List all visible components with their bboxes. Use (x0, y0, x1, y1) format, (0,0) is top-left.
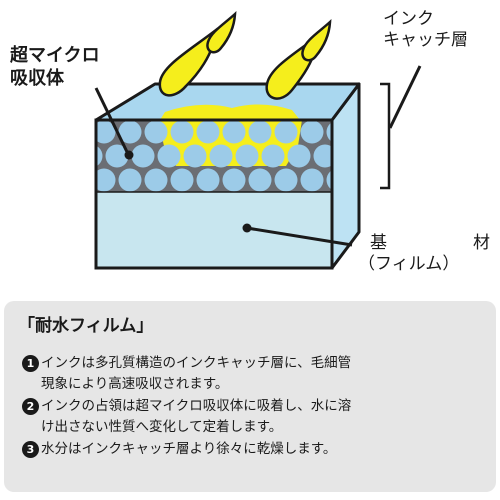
micro-absorber-spheres (67, 120, 332, 192)
micro-absorber-sphere (196, 168, 220, 192)
micro-absorber-sphere (118, 168, 142, 192)
info-item-line: 水分はインクキャッチ層より徐々に乾燥します。 (41, 441, 337, 457)
info-item-1: 1 インクは多孔質構造のインクキャッチ層に、毛細管 現象により高速吸収されます。 (22, 353, 478, 395)
ink-droplet-left-small (206, 11, 237, 54)
label-base-title: 基 材 (358, 233, 490, 254)
micro-absorber-sphere (222, 168, 246, 192)
micro-absorber-sphere (118, 120, 142, 144)
ink-absorbing-sphere (261, 144, 285, 168)
ink-absorbing-sphere (209, 144, 233, 168)
info-item-line: 現象により高速吸収されます。 (41, 376, 229, 392)
micro-absorber-sphere (96, 168, 116, 192)
label-base-char1: 基 (370, 233, 387, 253)
info-item-text: インクは多孔質構造のインクキャッチ層に、毛細管 現象により高速吸収されます。 (41, 353, 478, 395)
film-block-illustration (67, 11, 422, 270)
diagram: 超マイクロ 吸収体 インク キャッチ層 基 材 （フィルム） (10, 9, 490, 275)
info-item-2: 2 インクの占領は超マイクロ吸収体に吸着し、水に溶 け出さない性質へ変化して定着… (22, 396, 478, 438)
absorber-leader-line (94, 87, 130, 155)
item-number-badge: 2 (22, 398, 39, 415)
ink-absorbing-sphere (183, 144, 207, 168)
micro-absorber-sphere (67, 121, 90, 144)
micro-absorber-sphere (96, 120, 116, 144)
label-base-film: 基 材 （フィルム） (358, 233, 490, 275)
item-number-badge: 1 (22, 355, 39, 372)
info-item-line: け出さない性質へ変化して定着します。 (41, 419, 283, 435)
ink-absorbing-sphere (248, 120, 272, 144)
ink-droplet-left (158, 27, 218, 97)
label-base-char2: 材 (473, 233, 490, 253)
label-micro-absorber-line2: 吸収体 (10, 68, 64, 89)
catch-layer-pointer (388, 65, 422, 129)
micro-absorber-sphere (144, 168, 168, 192)
ink-absorbing-sphere (196, 120, 220, 144)
micro-absorber-sphere (96, 145, 103, 167)
base-film-front (96, 192, 332, 268)
info-item-line: インクの占領は超マイクロ吸収体に吸着し、水に溶 (41, 398, 352, 414)
micro-absorber-sphere (157, 144, 181, 168)
item-number-badge: 3 (22, 441, 39, 458)
micro-absorber-sphere (144, 120, 168, 144)
base-leader-line (246, 226, 353, 247)
label-base-subtitle: （フィルム） (358, 254, 460, 274)
block-front-outline (94, 118, 334, 270)
info-item-text: インクの占領は超マイクロ吸収体に吸着し、水に溶 け出さない性質へ変化して定着しま… (41, 396, 478, 438)
ink-absorbing-sphere (170, 120, 194, 144)
base-leader-dot (242, 223, 252, 233)
micro-absorber-sphere (300, 120, 324, 144)
ink-droplet-right-small (301, 19, 332, 62)
info-title: 「耐水フィルム」 (18, 316, 154, 336)
ink-absorbing-sphere (222, 120, 246, 144)
micro-absorber-sphere (67, 169, 90, 192)
label-micro-absorber-line1: 超マイクロ (10, 45, 100, 66)
micro-absorber-sphere (131, 144, 155, 168)
micro-absorber-sphere (287, 144, 311, 168)
micro-absorber-sphere (300, 168, 324, 192)
catch-layer-bracket (380, 82, 391, 190)
ink-puddle-top (160, 104, 300, 120)
micro-absorber-sphere (105, 144, 129, 168)
label-micro-absorber: 超マイクロ 吸収体 (10, 44, 100, 90)
ink-absorbing-sphere (235, 144, 259, 168)
info-item-3: 3 水分はインクキャッチ層より徐々に乾燥します。 (22, 439, 478, 460)
micro-absorber-sphere (274, 168, 298, 192)
absorber-leader-dot (124, 150, 134, 160)
micro-absorber-sphere (313, 144, 332, 168)
ink-absorbing-sphere (274, 120, 298, 144)
label-ink-catch-line1: インク (383, 9, 434, 29)
micro-absorber-sphere (170, 168, 194, 192)
label-ink-catch-line2: キャッチ層 (383, 30, 468, 50)
label-ink-catch-layer: インク キャッチ層 (383, 9, 468, 51)
info-item-text: 水分はインクキャッチ層より徐々に乾燥します。 (41, 439, 478, 460)
info-box: 「耐水フィルム」 1 インクは多孔質構造のインクキャッチ層に、毛細管 現象により… (4, 301, 496, 492)
info-item-line: インクは多孔質構造のインクキャッチ層に、毛細管 (41, 355, 352, 371)
micro-absorber-sphere (248, 168, 272, 192)
